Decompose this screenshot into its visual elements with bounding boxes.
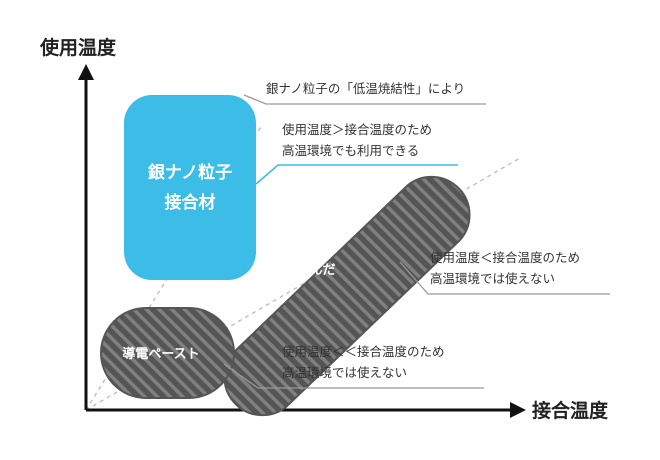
y-axis-arrow-icon <box>78 64 94 80</box>
silver-callout-leader-line <box>255 164 458 185</box>
solder-note-line2: 高温環境では使えない <box>430 271 555 286</box>
silver-nano-box <box>124 95 256 280</box>
solder-band <box>223 175 471 417</box>
paste-note-line2: 高温環境では使えない <box>282 365 407 380</box>
y-axis-label: 使用温度 <box>39 36 117 59</box>
paste-band <box>100 307 235 399</box>
silver-callout-text: 銀ナノ粒子の「低温焼結性」により <box>266 81 465 96</box>
silver-label-line1: 銀ナノ粒子 <box>148 162 232 183</box>
paste-label: 導電ペースト <box>122 346 199 362</box>
paste-leader-line <box>223 363 484 389</box>
paste-note-line1: 使用温度＜＜接合温度のため <box>282 344 445 359</box>
solder-note-line1: 使用温度＜接合温度のため <box>430 250 580 265</box>
silver-note-line2: 高温環境でも利用できる <box>282 143 419 158</box>
solder-leader-line <box>399 261 610 295</box>
solder-label: はんだ <box>296 263 335 278</box>
x-axis-label: 接合温度 <box>532 399 609 422</box>
x-axis-arrow-icon <box>510 402 526 418</box>
silver-note-line1: 使用温度＞接合温度のため <box>282 122 432 137</box>
silver-callout-top-line <box>243 94 486 105</box>
silver-label-line2: 接合材 <box>165 192 216 213</box>
